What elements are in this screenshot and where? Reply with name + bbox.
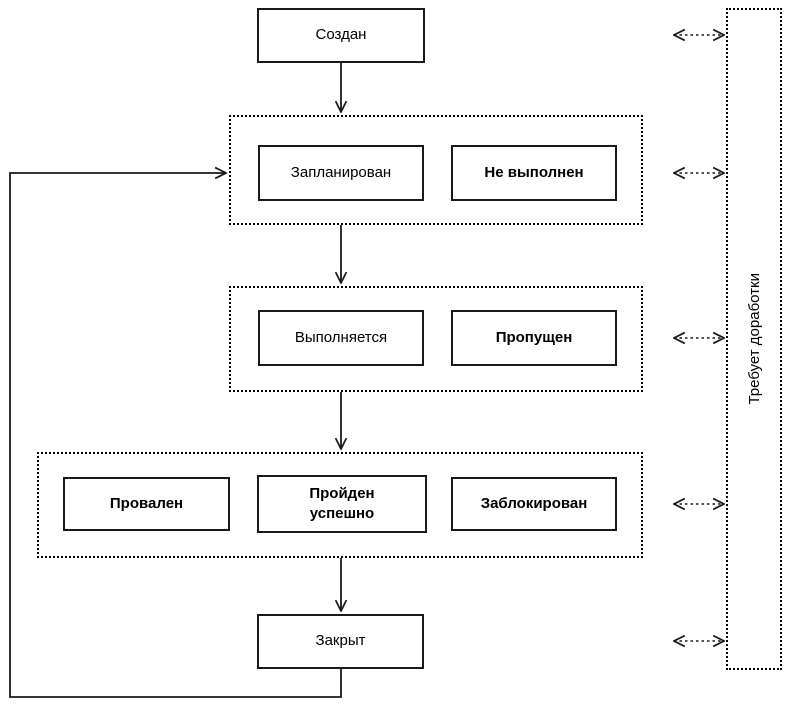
state-closed: Закрыт — [257, 614, 424, 669]
group-result-states — [37, 452, 643, 558]
arrow-closed-feedback-to-level1 — [9, 173, 342, 698]
group-planned-states — [229, 115, 643, 225]
state-not-performed: Не выполнен — [451, 145, 617, 201]
group-execution-states — [229, 286, 643, 392]
state-skipped: Пропущен — [451, 310, 617, 366]
state-in-progress: Выполняется — [258, 310, 424, 366]
state-requires-rework: Требует доработки — [726, 8, 782, 670]
state-blocked: Заблокирован — [451, 477, 617, 531]
state-passed-successfully: Пройден успешно — [257, 475, 427, 533]
state-planned: Запланирован — [258, 145, 424, 201]
state-failed: Провален — [63, 477, 230, 531]
requires-rework-label: Требует доработки — [745, 273, 763, 405]
state-created: Создан — [257, 8, 425, 63]
